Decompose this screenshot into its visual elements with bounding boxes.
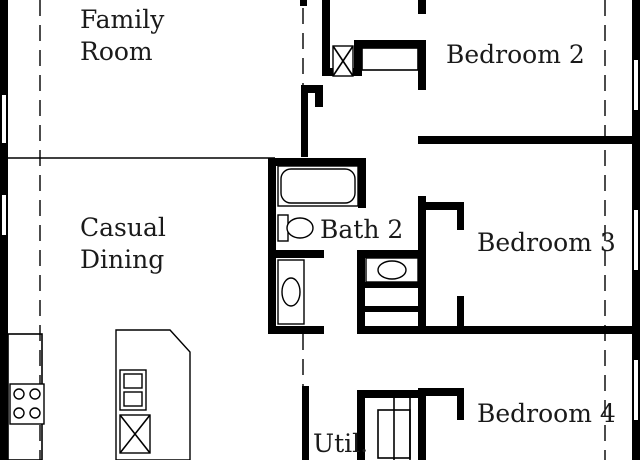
bedroom4-door-jamb — [426, 388, 464, 396]
closet-wall — [354, 40, 424, 48]
casual-dining-line1: Casual — [80, 213, 166, 242]
bedroom4-door-jamb — [457, 388, 464, 420]
burner — [29, 407, 41, 419]
family-room-line1: Family — [80, 5, 165, 34]
bedroom3-bedroom4-wall — [357, 326, 640, 334]
bedroom3-door-jamb — [426, 202, 464, 210]
bathtub-basin — [280, 168, 356, 204]
island-sink-bowl — [123, 373, 143, 389]
room-label-utility: Util. — [313, 429, 369, 458]
bath-wall — [357, 282, 418, 288]
lower-hall-wall — [302, 386, 309, 460]
room-label-family-room: Family Room — [80, 4, 164, 68]
casual-dining-line2: Dining — [80, 245, 165, 274]
burner — [29, 388, 41, 400]
bath-wall — [268, 158, 366, 166]
room-label-bedroom-4: Bedroom 4 — [477, 399, 616, 428]
room-label-bath-2: Bath 2 — [320, 215, 404, 244]
closet-wall — [322, 0, 330, 72]
closet-wall — [354, 40, 362, 76]
bedroom-wall-vertical — [418, 196, 426, 334]
room-label-bedroom-2: Bedroom 2 — [446, 40, 585, 69]
left-window — [2, 195, 6, 235]
bath-wall — [268, 326, 324, 334]
closet-wall — [418, 0, 426, 14]
hall-wall-upper — [300, 0, 307, 6]
island-sink-bowl — [123, 391, 143, 407]
bedroom2-bedroom3-wall — [418, 136, 640, 144]
right-window — [634, 360, 638, 420]
toilet-bowl — [286, 217, 314, 239]
bedroom3-door-jamb — [457, 296, 464, 326]
dishwasher-x — [119, 414, 151, 454]
hall-wall-post — [301, 92, 308, 157]
room-label-bedroom-3: Bedroom 3 — [477, 228, 616, 257]
bath-wall — [276, 250, 324, 258]
sink-2 — [377, 260, 407, 280]
utility-wall — [357, 390, 418, 398]
closet-wall — [418, 40, 426, 90]
left-window — [2, 95, 6, 143]
bath-wall — [357, 250, 418, 258]
right-window — [634, 210, 638, 270]
bedroom3-door-jamb — [457, 202, 464, 230]
room-label-casual-dining: Casual Dining — [80, 212, 166, 276]
bedroom4-wall — [418, 388, 426, 460]
bath-wall — [357, 306, 418, 312]
burner — [13, 388, 25, 400]
utility-wall — [357, 390, 365, 460]
linen-box-x — [332, 45, 354, 77]
closet-shelf — [361, 47, 419, 71]
bath-wall — [268, 158, 276, 334]
hall-wall-post — [301, 85, 323, 93]
right-window — [634, 60, 638, 110]
sink — [281, 277, 301, 307]
burner — [13, 407, 25, 419]
family-room-line2: Room — [80, 37, 153, 66]
hall-wall-post — [315, 85, 323, 107]
bath-wall — [358, 158, 366, 208]
bath-wall — [357, 250, 365, 334]
